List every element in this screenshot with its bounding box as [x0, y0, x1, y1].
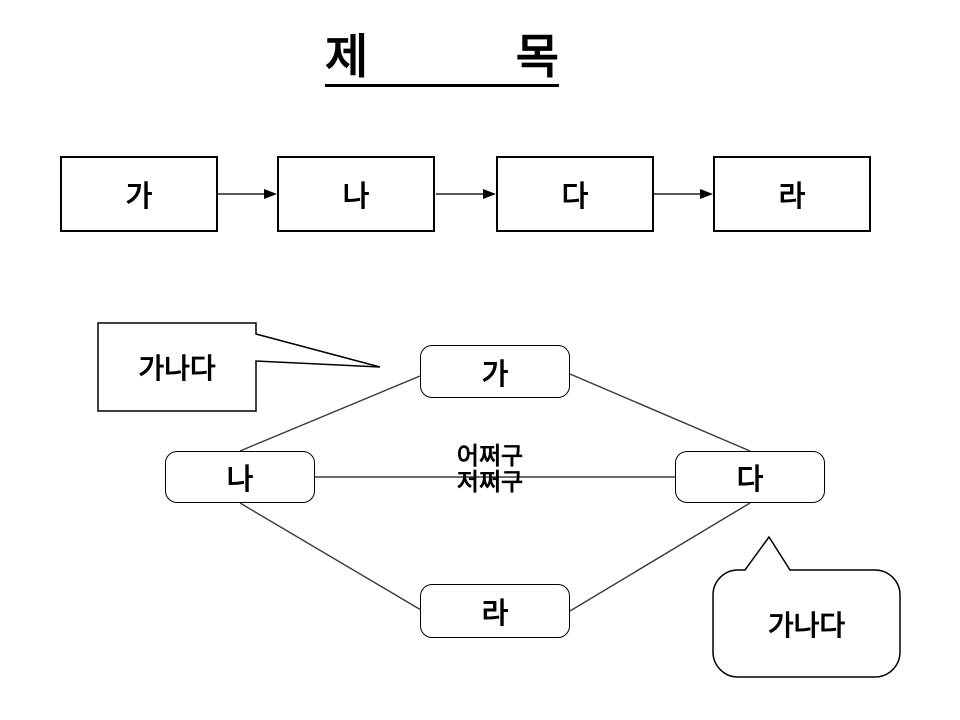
title-left-char: 제 [325, 30, 369, 83]
node-na-label: 나 [226, 464, 254, 496]
callout-bottom-right-shape[interactable] [712, 535, 901, 678]
connector-right-bottom [569, 502, 751, 612]
node-da-label: 다 [736, 464, 764, 496]
callout-bottom-right-label: 가나다 [767, 609, 846, 641]
node-ra[interactable]: 라 [420, 584, 570, 638]
flow-box-ra-label: 라 [778, 181, 806, 213]
flow-box-ra[interactable]: 라 [713, 156, 871, 232]
callout-bottom-right-text: 가나다 [713, 570, 900, 677]
slide-title[interactable]: 제 목 [325, 33, 559, 87]
connector-top-right [569, 373, 751, 452]
flow-box-da-label: 다 [561, 181, 589, 213]
node-ga[interactable]: 가 [420, 345, 570, 398]
edge-label: 어쩌구 저쩌구 [420, 444, 560, 496]
flow-box-na[interactable]: 나 [277, 156, 435, 232]
connector-left-bottom [239, 502, 422, 611]
flow-box-na-label: 나 [342, 181, 370, 213]
flow-box-da[interactable]: 다 [496, 156, 654, 232]
node-ga-label: 가 [481, 358, 509, 391]
node-na[interactable]: 나 [165, 451, 315, 503]
flow-box-ga[interactable]: 가 [60, 156, 218, 232]
arrow-2-head [483, 189, 496, 199]
node-da[interactable]: 다 [675, 451, 825, 503]
edge-label-line2: 저쩌구 [456, 469, 524, 496]
callout-left-shape[interactable] [97, 322, 381, 412]
node-ra-label: 라 [481, 598, 509, 630]
connector-top-left [239, 375, 421, 452]
arrow-1-head [264, 189, 277, 199]
edge-label-line1: 어쩌구 [456, 443, 524, 470]
callout-left-label: 가나다 [138, 353, 216, 384]
flow-box-ga-label: 가 [125, 181, 153, 213]
title-right-char: 목 [515, 30, 559, 83]
callout-left-text: 가나다 [98, 323, 256, 411]
arrow-3-head [700, 189, 713, 199]
